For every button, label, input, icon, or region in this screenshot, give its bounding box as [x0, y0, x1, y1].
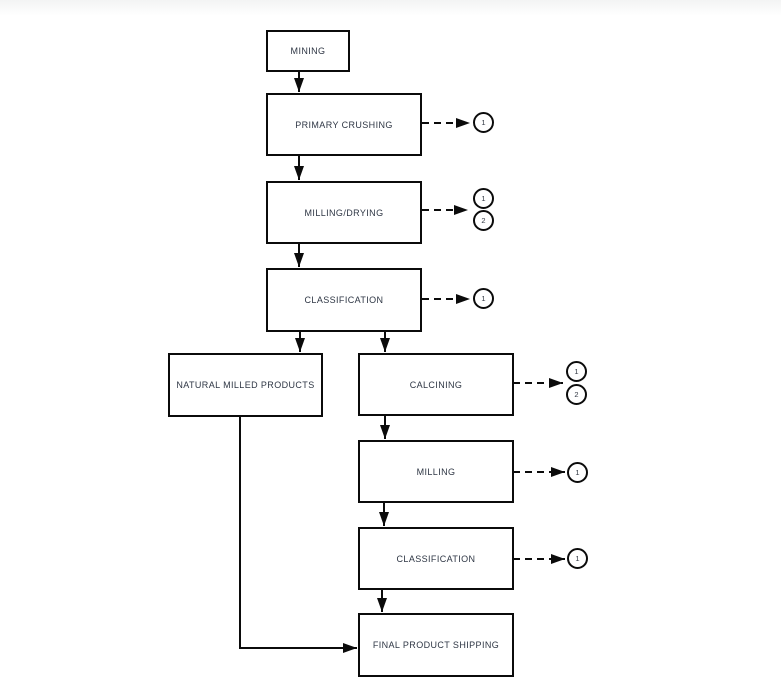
node-milling-label: MILLING: [416, 466, 456, 477]
emission-point-badge-milling-1: 1: [567, 462, 588, 483]
emission-point-number: 1: [481, 117, 486, 127]
emission-point-number: 1: [575, 553, 580, 563]
node-mining-label: MINING: [290, 46, 326, 56]
emission-point-badge-classification-2-1: 1: [567, 548, 588, 569]
node-primary-crushing-label: PRIMARY CRUSHING: [295, 119, 393, 130]
emission-point-number: 1: [574, 366, 579, 376]
node-natural-milled-products-label: NATURAL MILLED PRODUCTS: [176, 380, 315, 390]
emission-point-badge-calcining-2: 2: [566, 384, 587, 405]
emission-point-badge-calcining-1: 1: [566, 361, 587, 382]
emission-point-number: 1: [481, 193, 486, 203]
node-natural-milled-products: NATURAL MILLED PRODUCTS: [168, 353, 323, 417]
emission-point-number: 2: [481, 215, 486, 225]
node-classification-2-label: CLASSIFICATION: [396, 553, 476, 564]
node-final-product-shipping: FINAL PRODUCT SHIPPING: [358, 613, 514, 677]
node-classification-1-label: CLASSIFICATION: [304, 295, 384, 305]
node-milling: MILLING: [358, 440, 514, 503]
emission-point-number: 1: [481, 293, 486, 303]
emission-point-badge-milling-drying-1: 1: [473, 188, 494, 209]
emission-point-number: 1: [575, 467, 580, 477]
node-final-product-shipping-label: FINAL PRODUCT SHIPPING: [372, 640, 500, 650]
node-calcining-label: CALCINING: [409, 379, 463, 390]
node-milling-drying-label: MILLING/DRYING: [304, 207, 384, 218]
emission-point-number: 2: [574, 389, 579, 399]
node-calcining: CALCINING: [358, 353, 514, 416]
emission-point-badge-milling-drying-2: 2: [473, 210, 494, 231]
node-classification-1: CLASSIFICATION: [266, 268, 422, 332]
node-classification-2: CLASSIFICATION: [358, 527, 514, 590]
arrow-natural-milled-products-to-final-shipping: [239, 417, 357, 653]
node-mining: MINING: [266, 30, 350, 72]
node-milling-drying: MILLING/DRYING: [266, 181, 422, 244]
emission-point-badge-classification-1: 1: [473, 288, 494, 309]
emission-point-badge-primary-crushing-1: 1: [473, 112, 494, 133]
node-primary-crushing: PRIMARY CRUSHING: [266, 93, 422, 156]
